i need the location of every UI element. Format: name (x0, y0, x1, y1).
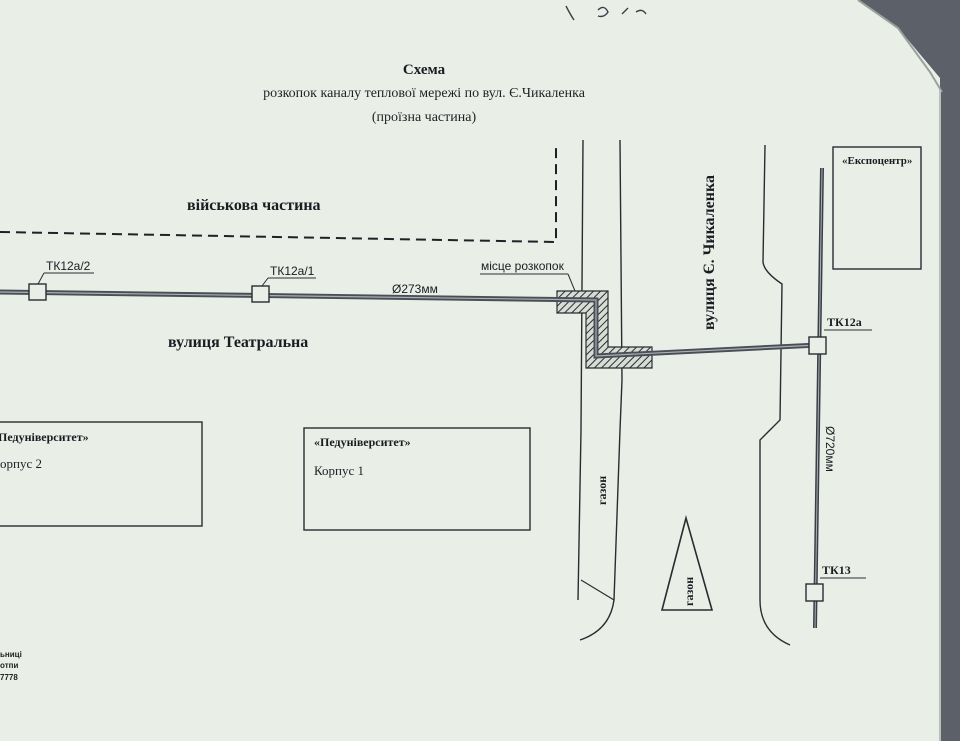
node-tk12a-2-box (28, 283, 47, 301)
excavation-area-hatched (556, 290, 653, 369)
street-edge-left-outer (577, 139, 584, 601)
military-unit-label: військова частина (187, 197, 321, 214)
street-edge-left-inner (579, 139, 623, 641)
node-tk12a-1-leader (261, 277, 269, 287)
pipe-273-label: Ø273мм (392, 282, 438, 296)
scheme-title: Схема (403, 62, 446, 78)
building-expocenter (832, 146, 922, 270)
univ-corpus-2-label: орпус 2 (0, 456, 42, 471)
node-tk12a-1-box (251, 285, 270, 303)
stamp-line-1: ьниці (0, 650, 22, 659)
node-tk12a-2-leader (37, 272, 45, 285)
univ-corpus-1-label: Корпус 1 (314, 463, 364, 478)
stamp-line-3: 7778 (0, 673, 18, 682)
node-tk12a-box (808, 336, 827, 355)
building-univ-corpus-2 (0, 421, 203, 527)
gazon-strip-diagonal (580, 579, 615, 601)
univ-corpus-2-title: Педуніверситет» (0, 430, 89, 444)
node-tk13-box (805, 583, 824, 602)
paper-sheet (0, 0, 940, 741)
node-tk12a-2-label: ТК12а/2 (46, 259, 91, 273)
node-tk12a-label: ТК12а (827, 315, 862, 329)
gazon-label-island: газон (682, 577, 696, 606)
military-boundary-dashed (0, 144, 557, 244)
building-univ-corpus-1 (303, 427, 531, 531)
paper-folded-edge (857, 0, 943, 93)
scheme-subtitle-note: (проїзна частина) (372, 110, 477, 125)
excavation-leader-pointer (567, 273, 576, 292)
stamp-line-2: отпи (0, 661, 18, 670)
gazon-label-left: газон (595, 476, 609, 505)
expocenter-label: «Експоцентр» (842, 155, 912, 167)
excavation-label: місце розкопок (481, 259, 565, 273)
street-edge-right (759, 144, 791, 646)
handwritten-note (565, 5, 647, 21)
pipe-273-main-core (0, 291, 819, 357)
pipe-720-vertical-core (814, 167, 823, 629)
univ-corpus-1-title: «Педуніверситет» (314, 435, 411, 449)
street-chykalenka-label: вулиця Є. Чикаленка (701, 175, 718, 330)
gazon-island-triangle (660, 514, 714, 611)
node-tk13-label: ТК13 (822, 563, 851, 577)
street-teatralna-label: вулиця Театральна (168, 334, 308, 351)
scheme-subtitle: розкопок каналу теплової мережі по вул. … (263, 86, 586, 101)
pipe-720-label: Ø720мм (823, 426, 837, 472)
node-tk12a-1-label: ТК12а/1 (270, 264, 315, 278)
